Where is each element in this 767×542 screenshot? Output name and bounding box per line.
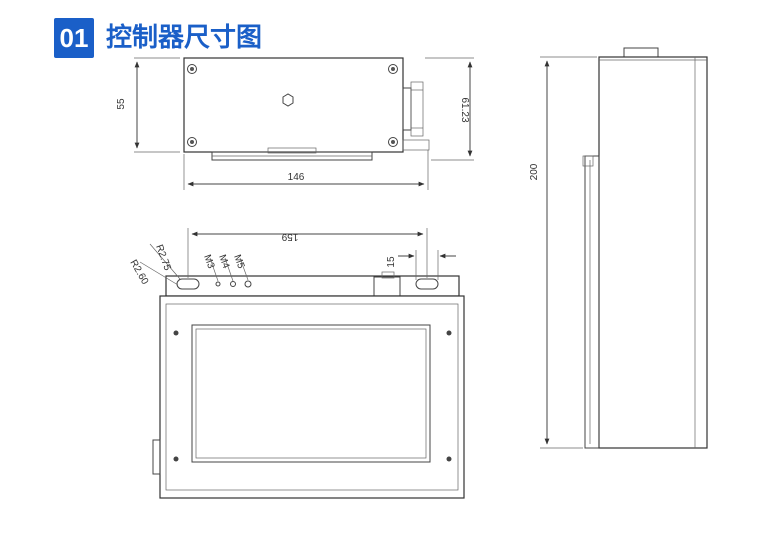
front-view-span-label: 159 — [281, 231, 298, 242]
front-view-body — [159, 295, 465, 499]
top-view-screws — [187, 64, 398, 147]
front-view-side-tab — [152, 439, 161, 475]
hole-label-m5: M5 — [231, 253, 246, 270]
mounting-slot-right — [415, 278, 439, 290]
top-view-height-label: 55 — [116, 98, 127, 110]
side-view-top-cap — [623, 47, 659, 58]
hole-m5-icon — [244, 280, 252, 288]
front-view-flange — [165, 275, 460, 297]
side-view-body — [598, 56, 708, 449]
front-view-slot-label: 15 — [386, 256, 397, 268]
radius-label-a: R2.75 — [153, 243, 173, 272]
hole-m3-icon — [215, 281, 221, 287]
top-view-body — [183, 57, 404, 153]
side-view-panel-edge — [584, 155, 600, 449]
top-view-width-label: 146 — [288, 172, 305, 183]
side-view: 200 — [529, 47, 708, 449]
top-view-connector — [402, 87, 412, 131]
top-view-total-height-label: 61.23 — [459, 97, 470, 122]
section-number-badge: 01 — [54, 18, 94, 58]
hole-label-m4: M4 — [216, 253, 231, 270]
hole-label-m3: M3 — [201, 253, 216, 270]
radius-label-b: R2.60 — [127, 258, 150, 287]
top-view: 55 61.23 146 — [116, 57, 474, 190]
hex-nut-icon — [282, 93, 294, 107]
hole-m4-icon — [230, 281, 236, 287]
page-title: 控制器尺寸图 — [106, 23, 263, 53]
front-view: 159 15 R2.75 R2.60 M3 M4 M5 — [127, 228, 465, 499]
side-view-height-label: 200 — [529, 163, 540, 180]
display-screen — [191, 324, 431, 463]
